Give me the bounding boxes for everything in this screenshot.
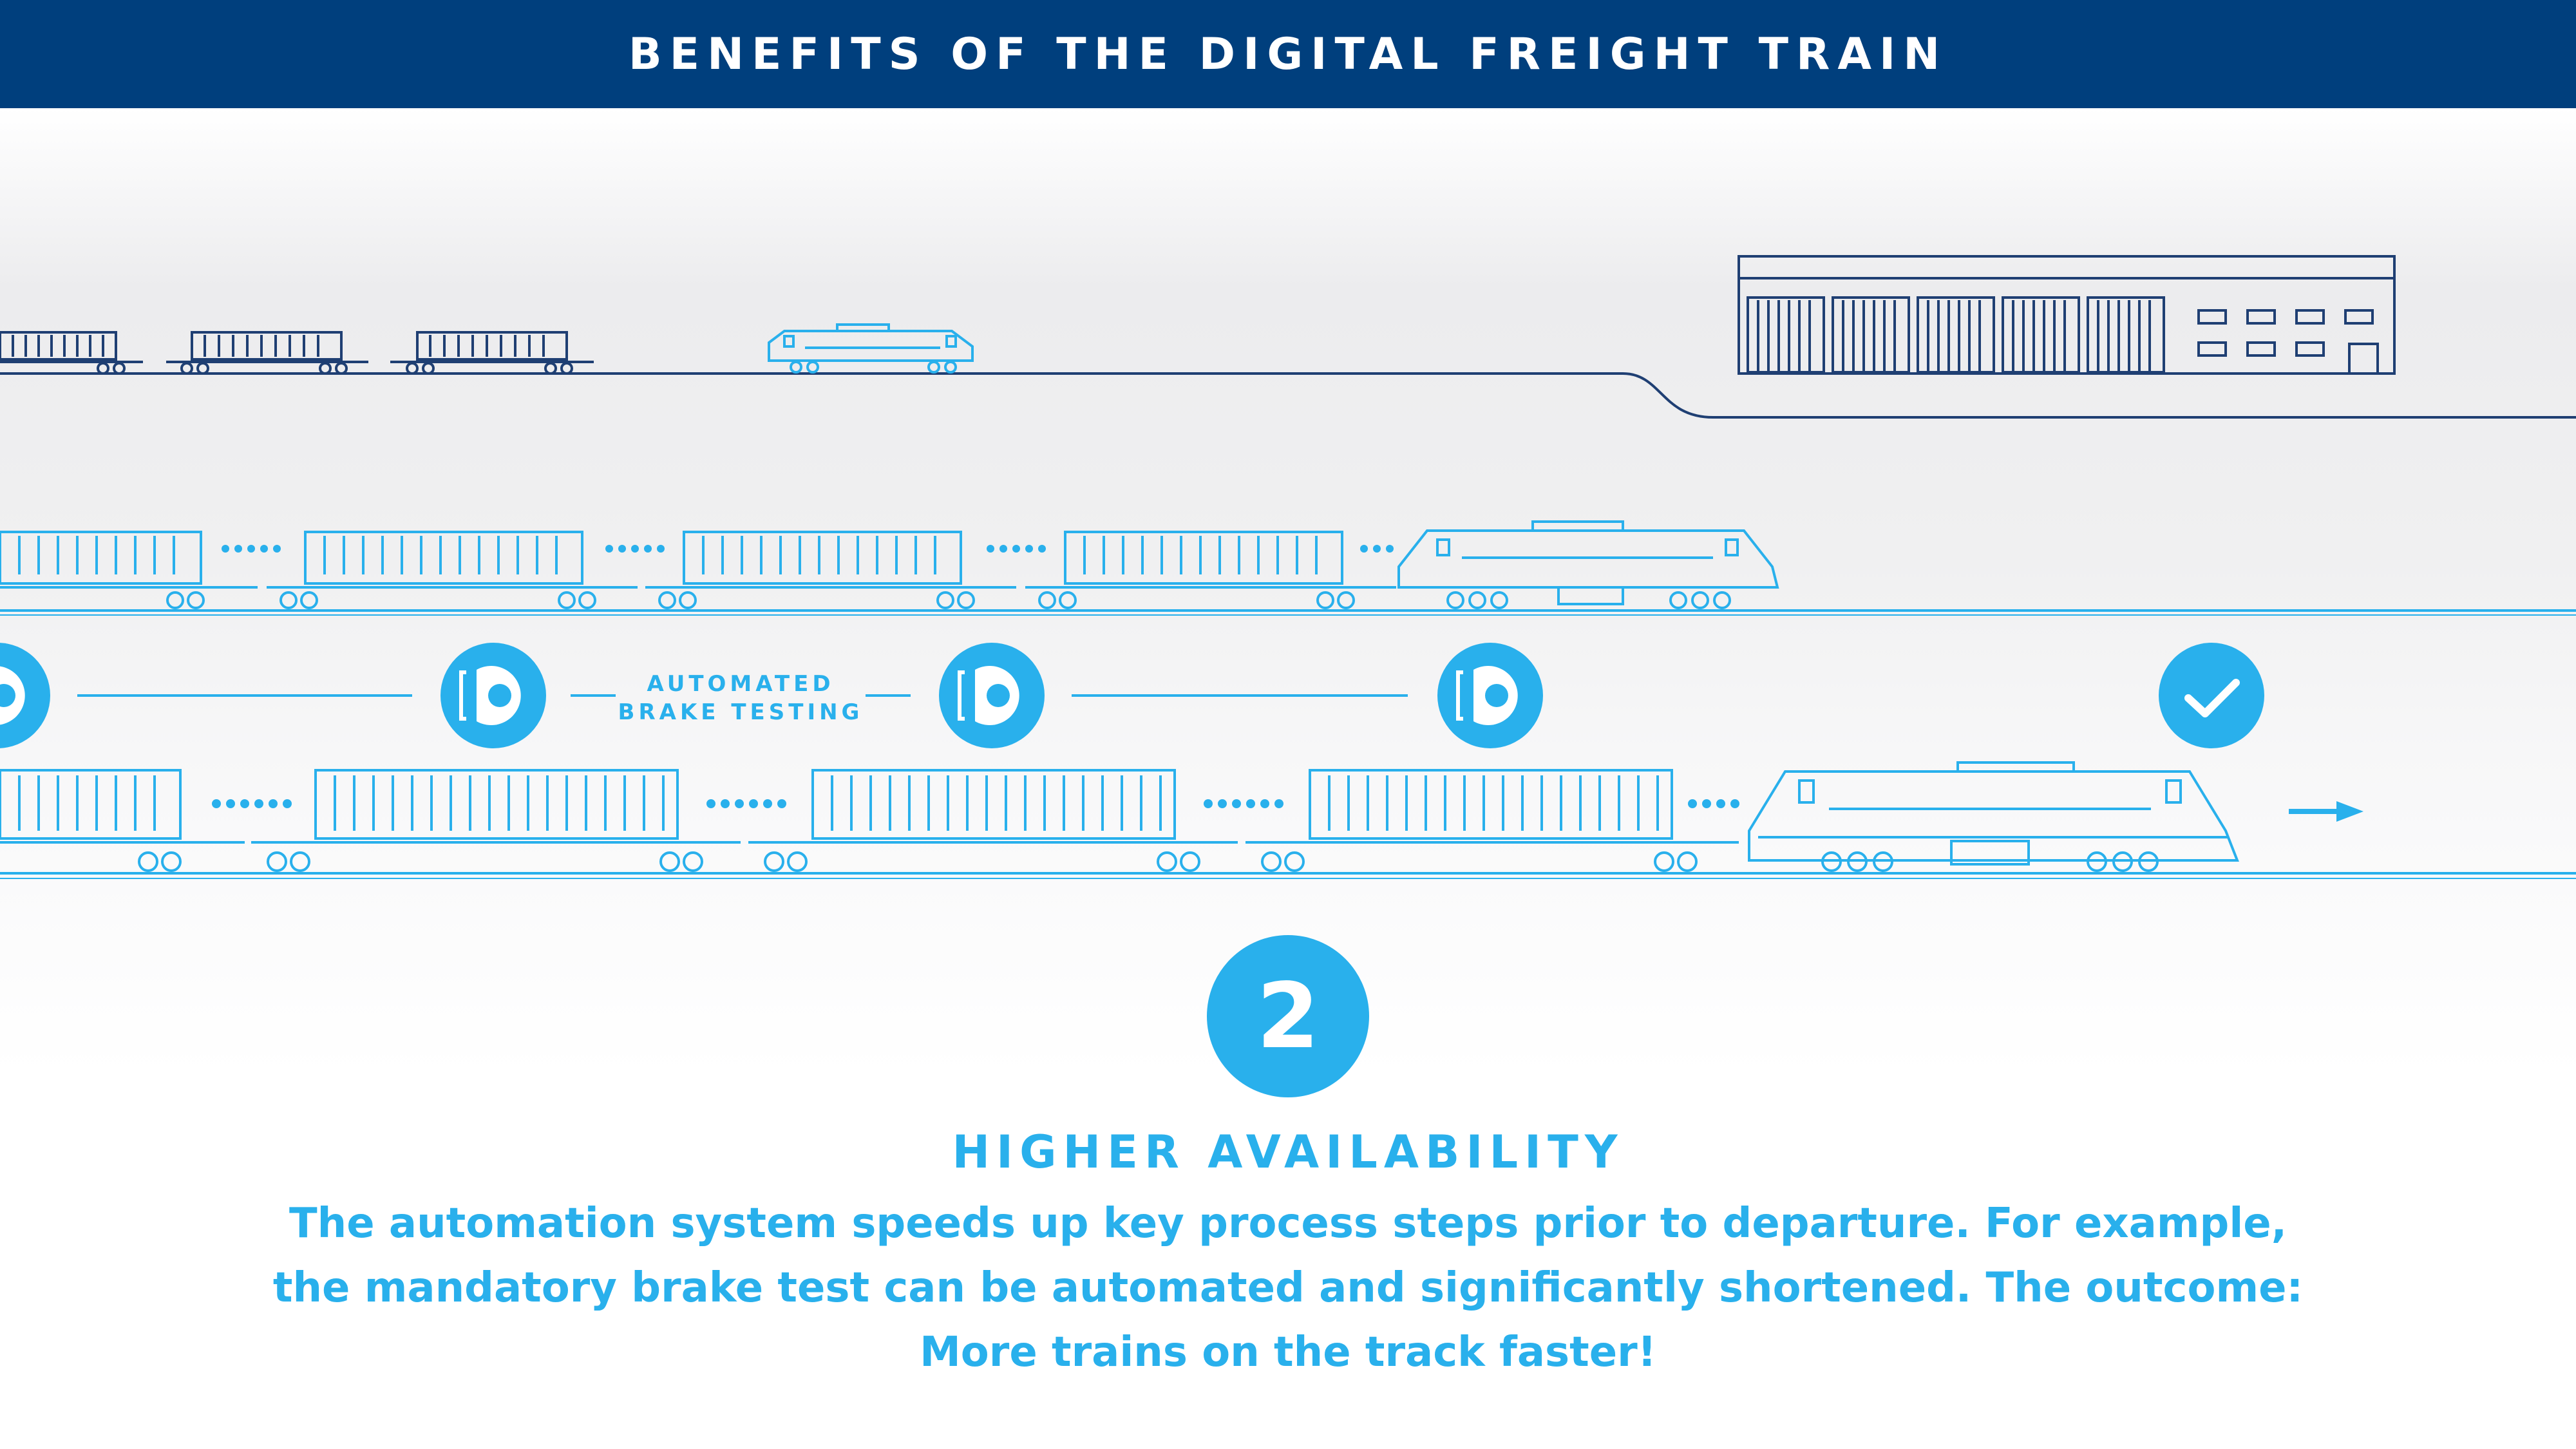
middle-gap-dots [222,545,1394,553]
step-number: 2 [1256,963,1320,1069]
lower-wagon [1245,769,1739,872]
lower-train [0,761,2576,879]
step-number-badge: 2 [1207,935,1369,1097]
brake-label-line1: AUTOMATED [647,671,835,697]
middle-wagon [1025,531,1396,609]
freight-train-illustration [0,255,2576,879]
yard-wagon [166,331,368,375]
section-title: HIGHER AVAILABILITY [952,1126,1624,1179]
middle-locomotive [1397,520,1779,609]
lower-wagon [251,769,741,872]
page-header: BENEFITS OF THE DIGITAL FREIGHT TRAIN [0,0,2576,108]
lower-wagon [748,769,1238,872]
middle-wagon [0,531,258,609]
yard-wagon [0,331,143,375]
arrow-right-icon [2289,801,2363,822]
brake-disc-icon [440,643,546,748]
upper-yard [0,255,2576,419]
brake-disc-icon [939,643,1045,748]
brake-label-line2: BRAKE TESTING [618,699,864,725]
description-text: The automation system speeds up key proc… [258,1191,2318,1385]
page-title: BENEFITS OF THE DIGITAL FREIGHT TRAIN [628,28,1948,80]
description-line: The automation system speeds up key proc… [289,1200,2287,1247]
scene-background [0,108,2576,1074]
description-line: More trains on the track faster! [920,1329,1656,1376]
middle-train [0,520,2576,616]
workshop-building [1738,255,2396,375]
lower-gap-dots [212,799,1739,808]
description-line: the mandatory brake test can be automate… [272,1264,2304,1312]
brake-disc-icon [0,643,50,748]
brake-disc-icon [1437,643,1543,748]
yard-locomotive [768,323,974,374]
middle-wagon [645,531,1016,609]
yard-track [0,372,2576,419]
middle-wagon [267,531,638,609]
yard-wagon [390,331,594,375]
lower-locomotive [1748,761,2239,872]
checkmark-icon [2159,643,2264,748]
lower-wagon [0,769,245,872]
automated-brake-testing-label: AUTOMATED BRAKE TESTING [592,670,889,726]
